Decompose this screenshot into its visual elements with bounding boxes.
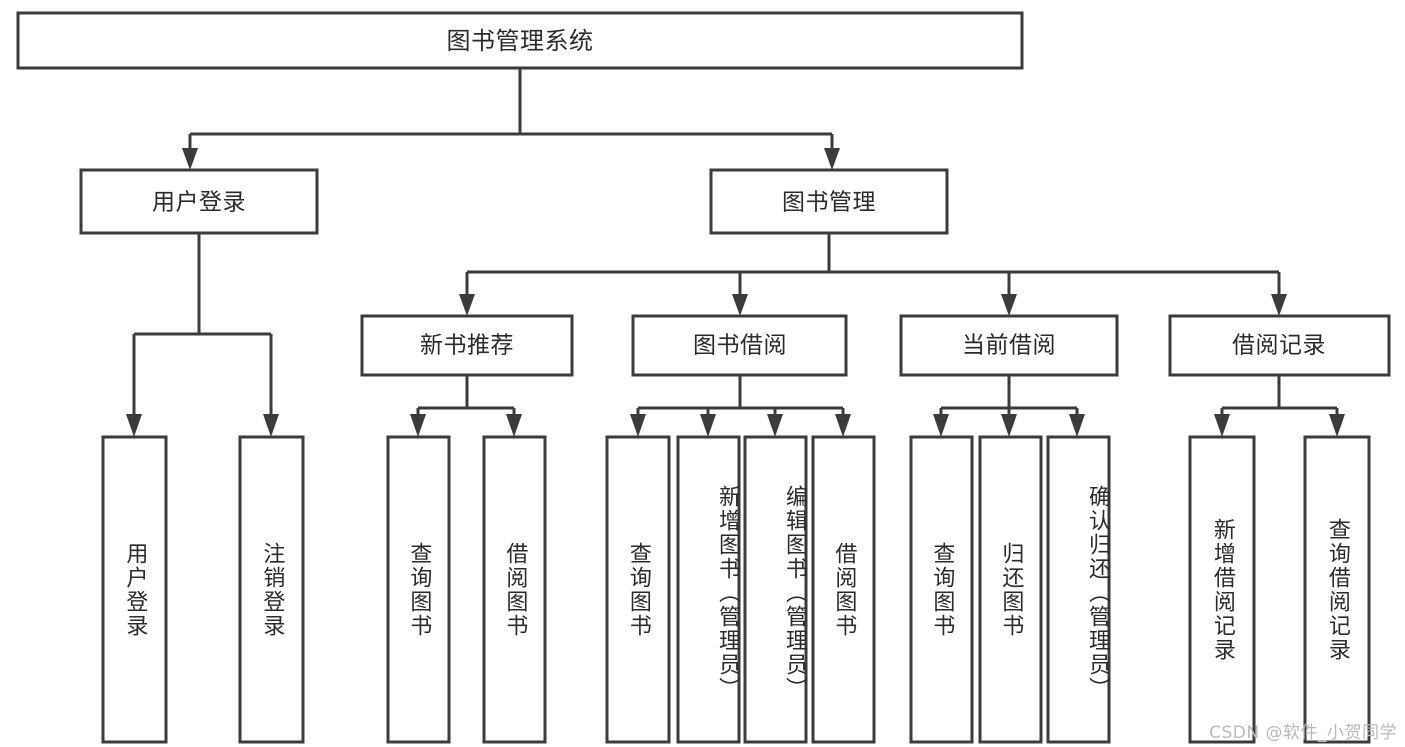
leaf-box-logout[interactable] (238, 435, 305, 744)
node-user-login-label: 用户登录 (152, 190, 246, 216)
leaf-box-borrow-book-newbook[interactable] (482, 435, 547, 744)
connector-root-to-level2 (182, 68, 840, 170)
connector-user-login-to-leaves (126, 233, 279, 437)
leaf-box-query-book-current[interactable] (909, 435, 974, 744)
leaf-box-user-login[interactable] (101, 435, 168, 744)
leaf-box-confirm-return-admin[interactable] (1046, 435, 1111, 744)
leaf-box-query-book-borrow[interactable] (605, 435, 671, 744)
connector-book-manage-to-level3 (459, 233, 1287, 316)
leaf-box-edit-book-admin[interactable] (743, 435, 808, 744)
csdn-watermark: CSDN @软件_小贺同学 (1209, 723, 1397, 743)
leaf-box-query-book-newbook[interactable] (386, 435, 451, 744)
connector-new-book-to-leaves (410, 375, 522, 437)
leaf-box-return-book[interactable] (978, 435, 1043, 744)
node-current-borrow[interactable]: 当前借阅 (899, 314, 1119, 377)
node-book-borrow[interactable]: 图书借阅 (631, 314, 848, 377)
leaf-box-add-borrow-record[interactable] (1188, 435, 1256, 744)
leaf-box-query-borrow-record[interactable] (1303, 435, 1371, 744)
node-user-login[interactable]: 用户登录 (79, 168, 319, 235)
node-borrow-record[interactable]: 借阅记录 (1168, 314, 1391, 377)
connector-borrow-record-to-leaves (1214, 375, 1345, 437)
connector-book-borrow-to-leaves (630, 375, 851, 437)
node-root-book-management-system[interactable]: 图书管理系统 (16, 11, 1024, 70)
node-book-management-label: 图书管理 (782, 190, 876, 216)
node-book-borrow-label: 图书借阅 (693, 333, 787, 359)
leaf-box-borrow-book[interactable] (811, 435, 876, 744)
node-new-book-recommend-label: 新书推荐 (420, 333, 514, 359)
node-new-book-recommend[interactable]: 新书推荐 (360, 314, 574, 377)
node-book-management[interactable]: 图书管理 (709, 168, 949, 235)
node-root-label: 图书管理系统 (447, 27, 594, 55)
node-current-borrow-label: 当前借阅 (962, 333, 1056, 359)
connector-current-borrow-to-leaves (933, 375, 1085, 437)
node-borrow-record-label: 借阅记录 (1232, 333, 1326, 359)
leaf-box-add-book-admin[interactable] (676, 435, 741, 744)
